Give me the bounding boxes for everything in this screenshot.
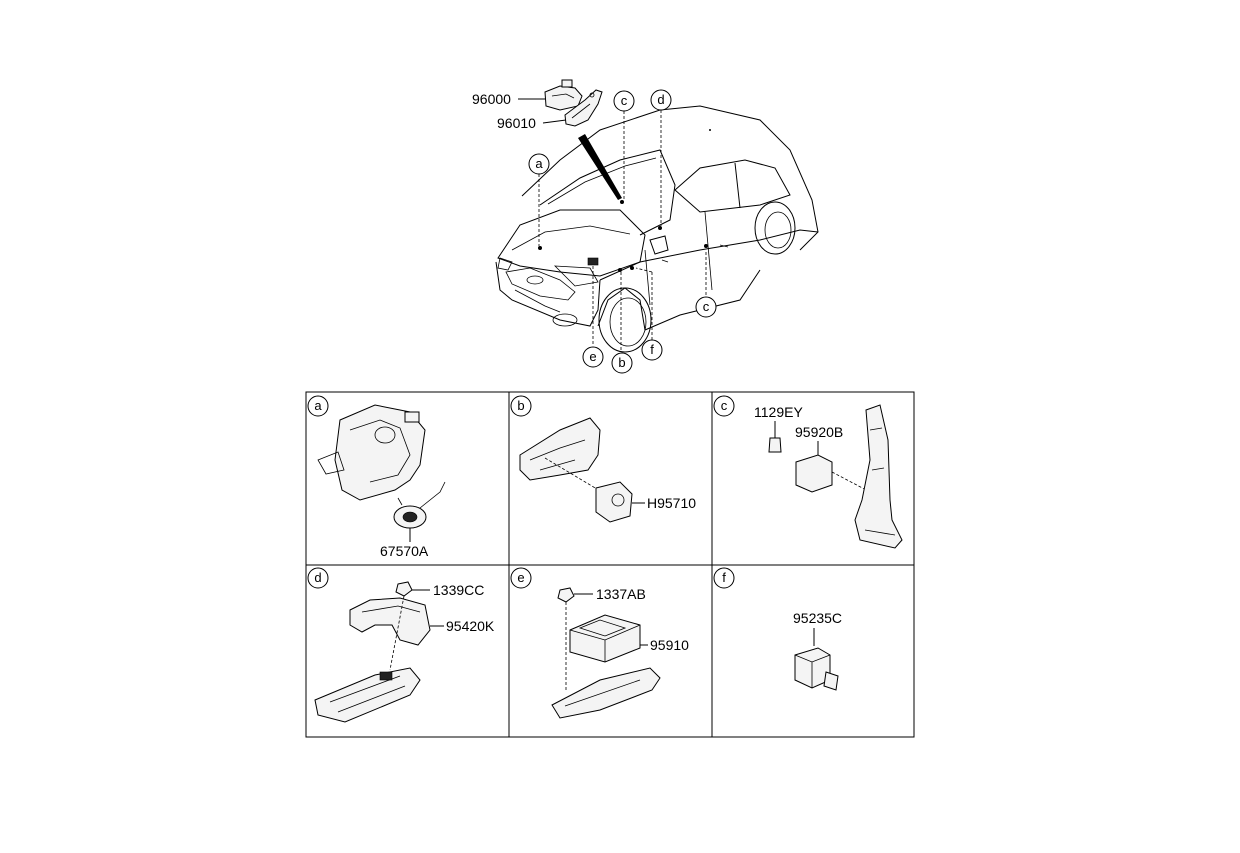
callout-letter: d [657,92,664,107]
callout-b: b [611,352,633,374]
callout-f: f [641,339,663,361]
part-label-95910: 95910 [650,637,689,653]
callout-d: d [650,89,672,111]
part-label-1129EY: 1129EY [754,404,803,420]
part-label-95420K: 95420K [446,618,495,634]
part-label-67570A: 67570A [380,543,429,559]
part-label-1337AB: 1337AB [596,586,646,602]
panel-f: f 95235C [713,567,842,691]
part-label-1339CC: 1339CC [433,582,484,598]
callout-letter: c [621,93,628,108]
callout-a: a [528,153,550,175]
callout-c-top: c [613,90,635,112]
part-96010-drawing [564,89,603,127]
panel-letter: d [314,570,321,585]
panel-a: a 67570A [307,395,446,559]
callout-e: e [582,346,604,368]
car-body [495,105,819,353]
callout-c-side: c [695,296,717,318]
panel-c: c 1129EY 95920B [713,395,903,549]
panel-e: e 1337AB 95910 [510,567,689,719]
panel-d: d 1339CC 95420K [307,567,495,723]
pointer-arrow [578,134,622,200]
callout-letter: a [535,156,543,171]
part-label-95920B: 95920B [795,424,843,440]
part-96000-drawing [544,79,583,111]
panel-letter: e [517,570,524,585]
callout-letter: f [650,342,654,357]
panel-letter: c [721,398,728,413]
callout-letter: c [703,299,710,314]
callout-letter: e [589,349,596,364]
part-label-95235C: 95235C [793,610,842,626]
car-overview: 96000 96010 [472,79,819,374]
part-label-H95710: H95710 [647,495,696,511]
part-label-96010: 96010 [497,115,536,131]
panel-letter: a [314,398,322,413]
leader-96010 [542,119,567,124]
panel-b: b H95710 [510,395,696,523]
panel-letter: b [517,398,524,413]
part-label-96000: 96000 [472,91,511,107]
detail-panels-grid [305,391,915,738]
callout-letter: b [618,355,625,370]
panel-letter: f [722,570,726,585]
